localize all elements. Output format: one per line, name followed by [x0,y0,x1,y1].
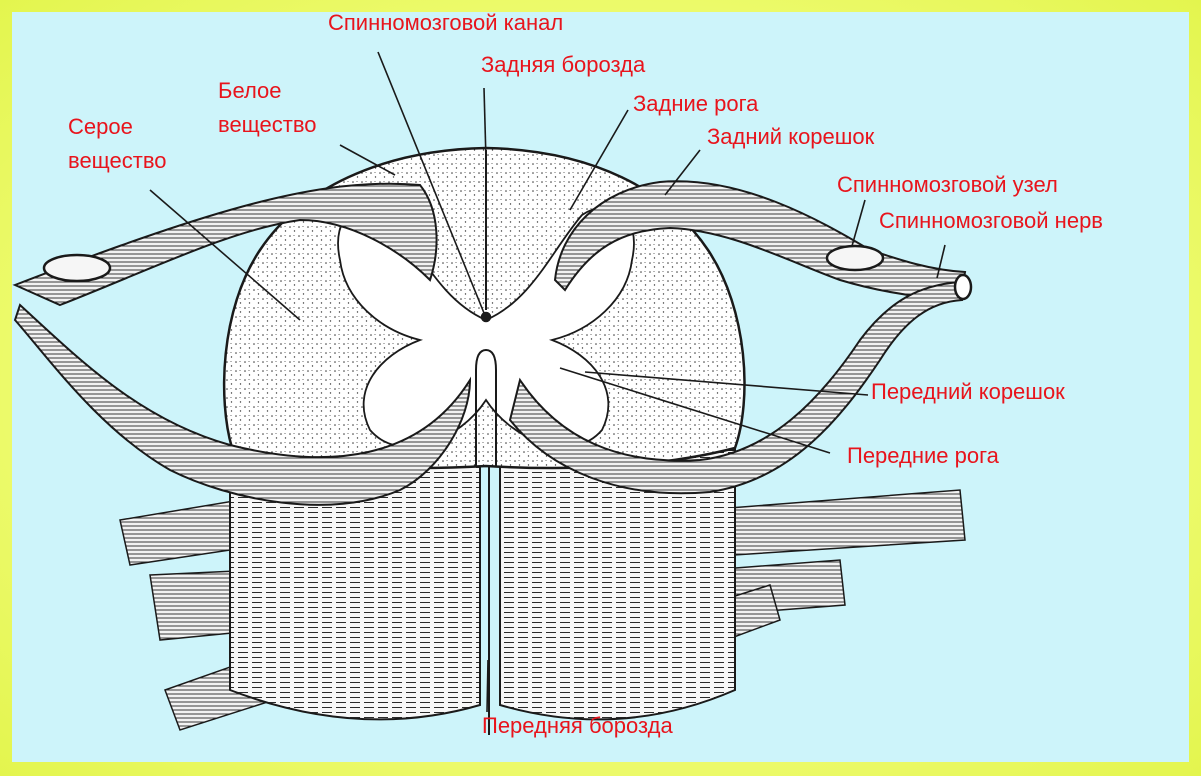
leader-spinal-ganglion [852,200,865,246]
label-posterior-root: Задний корешок [707,124,874,150]
label-anterior-horns: Передние рога [847,443,999,469]
label-white-matter-line1: Белое [218,78,282,104]
label-spinal-ganglion: Спинномозговой узел [837,172,1058,198]
label-gray-matter-line1: Серое [68,114,133,140]
label-spinal-canal: Спинномозговой канал [328,10,563,36]
right-spinal-ganglion [827,246,883,270]
left-spinal-ganglion [44,255,110,281]
label-anterior-root: Передний корешок [871,379,1065,405]
label-spinal-nerve: Спинномозговой нерв [879,208,1103,234]
label-posterior-horns: Задние рога [633,91,758,117]
label-anterior-fissure: Передняя борозда [482,713,673,739]
leader-anterior-fissure [487,660,488,712]
label-gray-matter-line2: вещество [68,148,167,174]
spinal-nerve-stump [955,275,971,299]
label-white-matter-line2: вещество [218,112,317,138]
label-posterior-sulcus: Задняя борозда [481,52,645,78]
